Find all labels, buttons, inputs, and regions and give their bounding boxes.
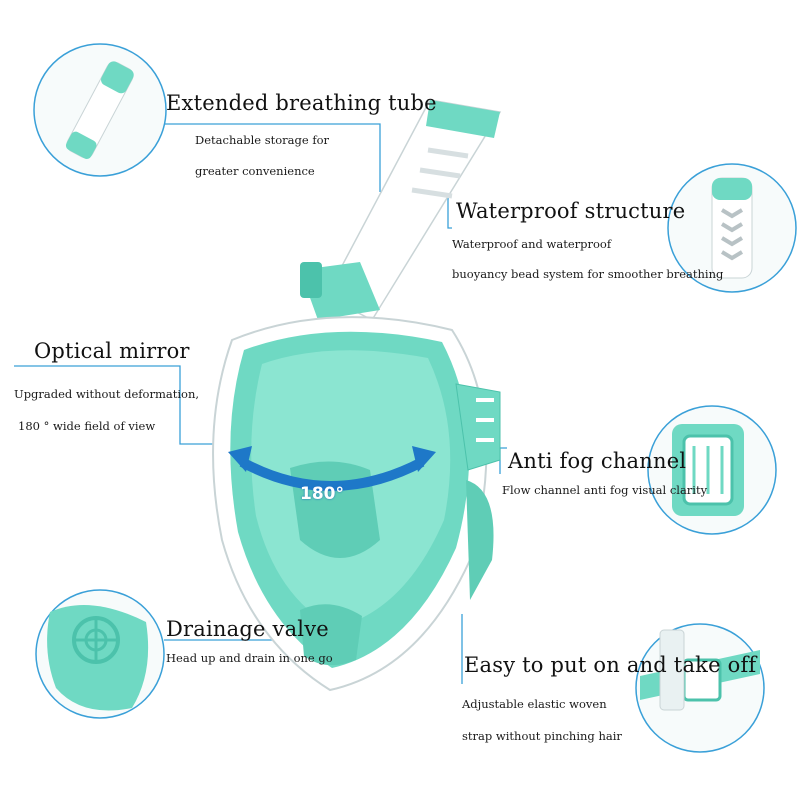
- feature-title-waterproof: Waterproof structure: [456, 199, 686, 223]
- feature-desc-tube-1: Detachable storage for: [195, 133, 330, 147]
- feature-desc-strap-2: strap without pinching hair: [462, 729, 622, 743]
- callout-circle-drainage: [35, 589, 165, 719]
- feature-desc-waterproof-2: buoyancy bead system for smoother breath…: [452, 267, 724, 281]
- feature-desc-waterproof-1: Waterproof and waterproof: [452, 237, 612, 251]
- feature-title-drainage: Drainage valve: [166, 617, 329, 641]
- feature-title-optical: Optical mirror: [34, 339, 190, 363]
- feature-desc-tube-2: greater convenience: [195, 164, 315, 178]
- feature-desc-strap-1: Adjustable elastic woven: [462, 697, 607, 711]
- fov-arrow: [228, 446, 436, 491]
- callout-circle-antifog: [647, 405, 777, 535]
- feature-title-antifog: Anti fog channel: [508, 449, 687, 473]
- callout-circle-waterproof: [667, 163, 797, 293]
- mask-body: [212, 316, 501, 692]
- feature-desc-antifog-1: Flow channel anti fog visual clarity: [502, 483, 708, 497]
- feature-title-tube: Extended breathing tube: [166, 91, 437, 115]
- callout-circle-tube: [33, 43, 167, 177]
- feature-desc-optical-2: 180 ° wide field of view: [18, 419, 156, 433]
- feature-desc-drainage-1: Head up and drain in one go: [166, 651, 333, 665]
- callout-circle-strap: [635, 623, 765, 753]
- snorkel-tube: [300, 99, 502, 321]
- fov-label: 180°: [300, 484, 344, 504]
- feature-desc-optical-1: Upgraded without deformation,: [14, 387, 199, 401]
- feature-title-strap: Easy to put on and take off: [464, 653, 757, 677]
